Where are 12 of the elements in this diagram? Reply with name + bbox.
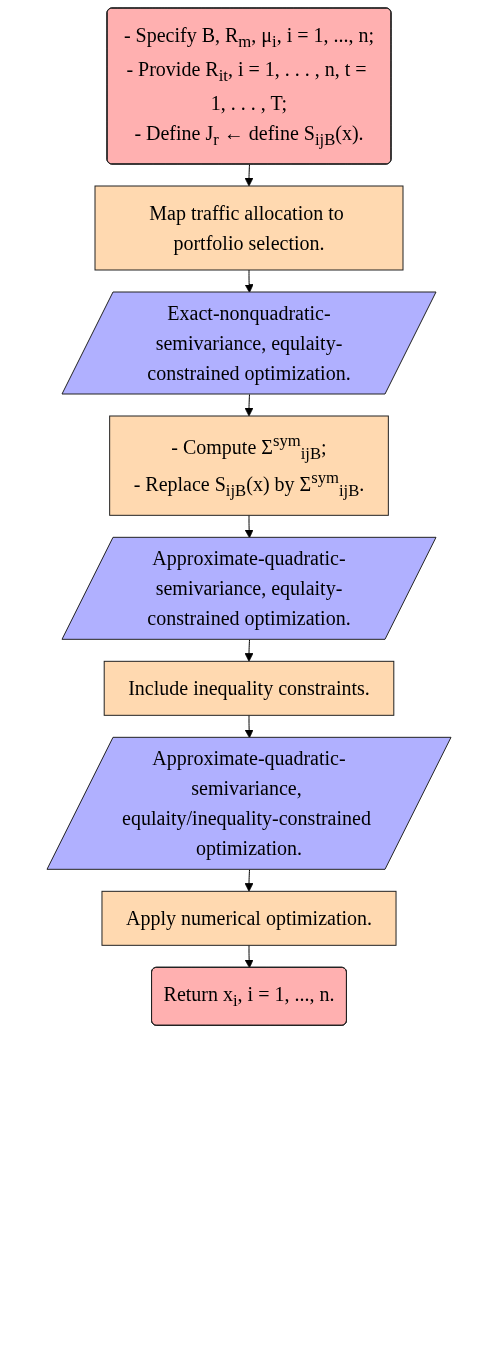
arrow — [244, 869, 253, 892]
arrow — [244, 639, 253, 662]
arrow — [244, 714, 254, 739]
arrow — [244, 514, 254, 539]
arrow — [244, 269, 254, 293]
arrow — [244, 394, 253, 417]
node-box: Include inequality constraints. — [103, 660, 394, 716]
node-box: Apply numerical optimization. — [100, 890, 397, 946]
arrow — [244, 944, 254, 969]
arrow — [244, 164, 253, 187]
node-box: Map traffic allocation to portfolio selection. — [94, 185, 403, 271]
node-box: - Compute Σ$^{sym}$$_{ijB}$; - Replace S$_{ijB}$(x) by Σ$^{sym}$$_{ijB}$. — [108, 415, 389, 516]
